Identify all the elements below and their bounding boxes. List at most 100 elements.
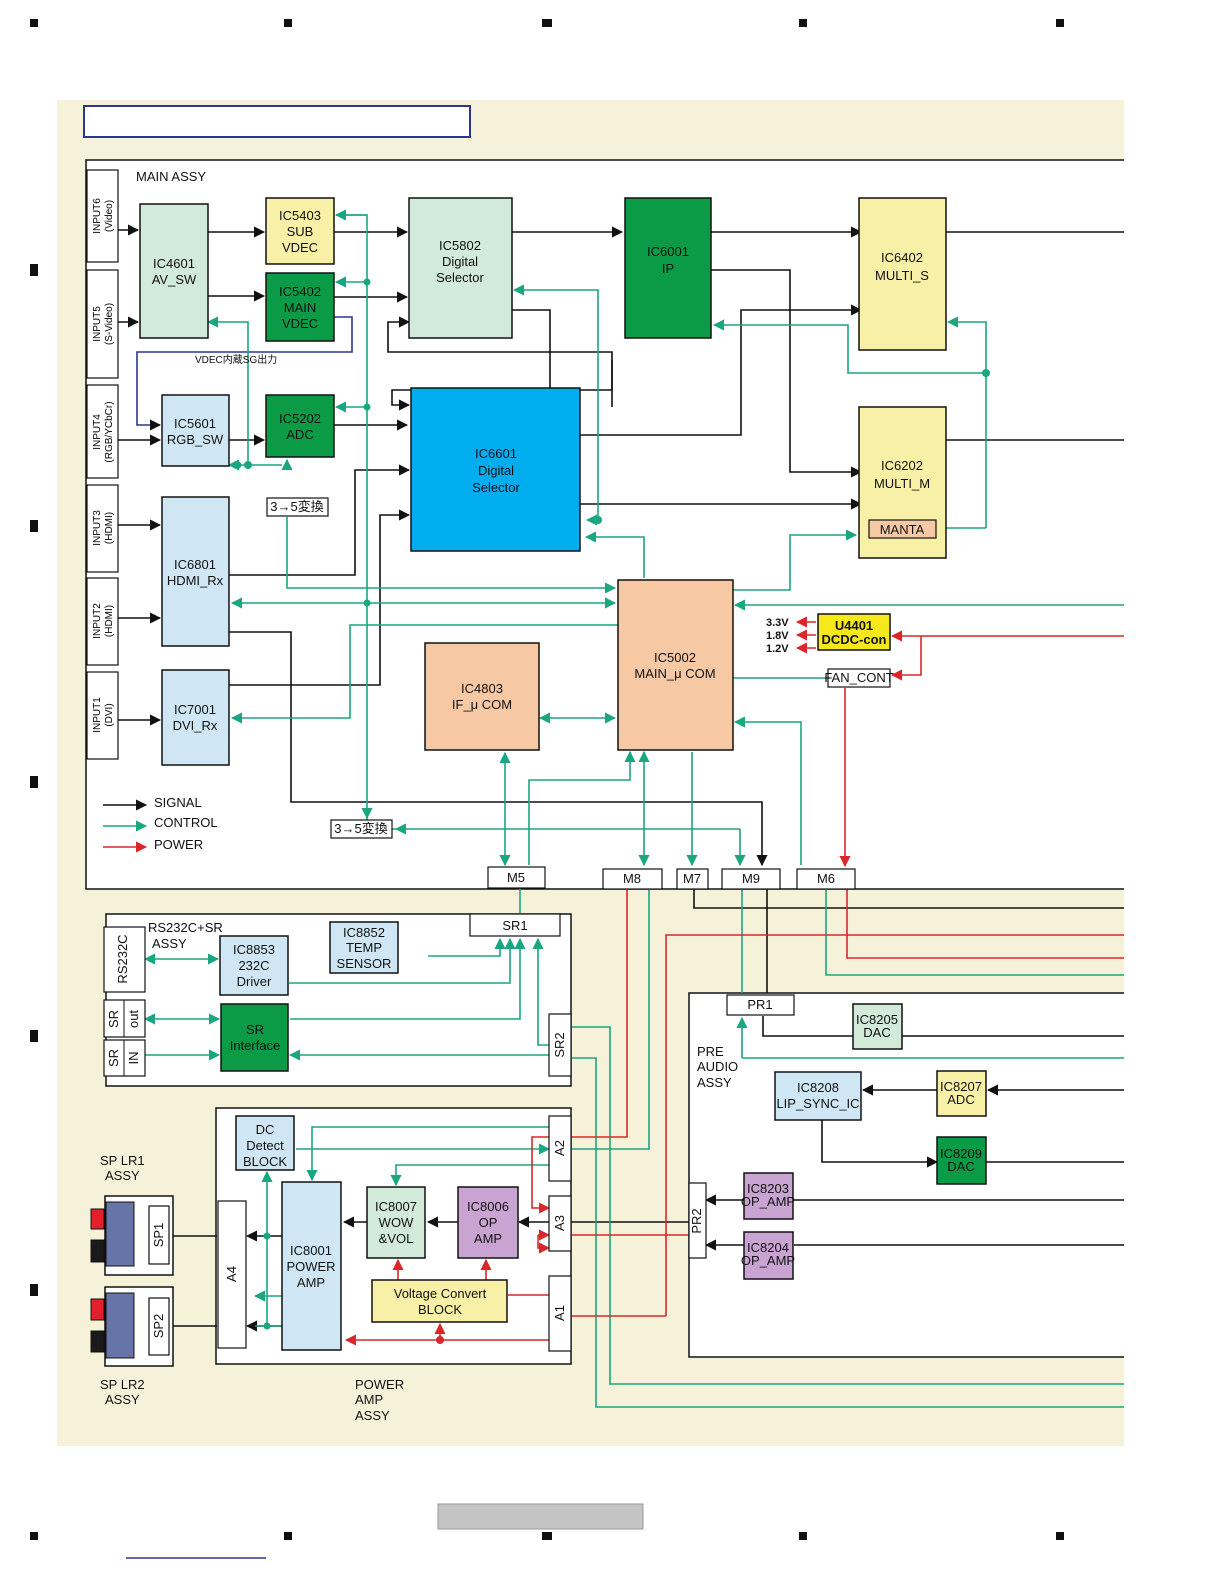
svg-text:LIP_SYNC_IC: LIP_SYNC_IC (776, 1096, 859, 1111)
fan-cont-block: FAN_CONT (824, 668, 894, 688)
svg-text:IC5002: IC5002 (654, 650, 696, 665)
svg-text:(S-Video): (S-Video) (104, 303, 115, 345)
svg-text:VDEC: VDEC (282, 240, 318, 255)
svg-text:VDEC: VDEC (282, 316, 318, 331)
power-amp-title-1: POWER (355, 1377, 404, 1392)
svg-text:IC6001: IC6001 (647, 244, 689, 259)
svg-text:IF_μ COM: IF_μ COM (452, 697, 512, 712)
svg-text:MANTA: MANTA (880, 522, 925, 537)
svg-text:IC4601: IC4601 (153, 256, 195, 271)
svg-text:SR2: SR2 (552, 1032, 567, 1057)
pr2-connector: PR2 (688, 1182, 707, 1259)
svg-text:OP_AMP: OP_AMP (741, 1253, 795, 1268)
svg-text:INPUT5: INPUT5 (92, 306, 103, 342)
svg-text:ADC: ADC (286, 427, 313, 442)
svg-text:M6: M6 (817, 871, 835, 886)
svg-text:IC8007: IC8007 (375, 1199, 417, 1214)
svg-text:RGB_SW: RGB_SW (167, 432, 224, 447)
svg-text:IC4803: IC4803 (461, 681, 503, 696)
svg-text:Selector: Selector (472, 480, 520, 495)
svg-text:AV_SW: AV_SW (152, 272, 197, 287)
svg-text:OP: OP (479, 1215, 498, 1230)
svg-text:M5: M5 (507, 870, 525, 885)
svg-text:BLOCK: BLOCK (243, 1154, 287, 1169)
svg-text:A3: A3 (552, 1215, 567, 1231)
svg-text:WOW: WOW (379, 1215, 414, 1230)
svg-text:(HDMI): (HDMI) (104, 512, 115, 544)
svg-text:IN: IN (126, 1052, 141, 1065)
sp-lr2-title-1: SP LR2 (100, 1377, 145, 1392)
svg-text:Interface: Interface (230, 1038, 281, 1053)
power-junction (436, 1336, 444, 1344)
conv-3to5-b: 3→5変換 (330, 819, 393, 839)
sr1-connector: SR1 (469, 913, 561, 937)
svg-text:IC8203: IC8203 (747, 1181, 789, 1196)
input1-label: INPUT1(DVI) (92, 697, 115, 733)
svg-text:MULTI_S: MULTI_S (875, 268, 929, 283)
svg-text:IC6202: IC6202 (881, 458, 923, 473)
svg-text:3.3V: 3.3V (766, 617, 789, 629)
sr-out-port: SR out (103, 999, 146, 1038)
svg-text:SENSOR: SENSOR (337, 956, 392, 971)
svg-text:HDMI_Rx: HDMI_Rx (167, 573, 224, 588)
svg-text:IC6601: IC6601 (475, 446, 517, 461)
pre-audio-title-3: ASSY (697, 1075, 732, 1090)
svg-text:MAIN_μ COM: MAIN_μ COM (634, 666, 715, 681)
svg-text:Detect: Detect (246, 1138, 284, 1153)
svg-text:AMP: AMP (297, 1275, 325, 1290)
svg-text:IC6402: IC6402 (881, 250, 923, 265)
legend-control: CONTROL (154, 815, 218, 830)
svg-text:IC5601: IC5601 (174, 416, 216, 431)
rs232c-port: RS232C (103, 926, 146, 993)
svg-text:IC8207: IC8207 (940, 1079, 982, 1094)
input-ports (86, 169, 119, 760)
svg-text:A2: A2 (552, 1140, 567, 1156)
sp-lr1-title-1: SP LR1 (100, 1153, 145, 1168)
svg-text:IC8853: IC8853 (233, 942, 275, 957)
voltage-labels: 3.3V 1.8V 1.2V (766, 617, 789, 655)
svg-text:IC5403: IC5403 (279, 208, 321, 223)
registration-marks (30, 19, 1064, 1540)
svg-text:A4: A4 (224, 1266, 239, 1282)
svg-text:Digital: Digital (478, 463, 514, 478)
sp-lr1-title-2: ASSY (105, 1168, 140, 1183)
svg-text:INPUT3: INPUT3 (92, 510, 103, 546)
a-connectors: A2 A3 A1 A4 (217, 1115, 572, 1352)
sr2-connector: SR2 (548, 1013, 572, 1077)
svg-text:Driver: Driver (237, 974, 272, 989)
svg-text:ADC: ADC (947, 1092, 974, 1107)
input6-label: INPUT6(Video) (92, 198, 115, 234)
svg-text:M9: M9 (742, 871, 760, 886)
svg-text:IC8852: IC8852 (343, 925, 385, 940)
manta-block (868, 519, 937, 539)
legend: SIGNAL CONTROL POWER (103, 795, 218, 853)
svg-text:INPUT1: INPUT1 (92, 697, 103, 733)
svg-text:IC8001: IC8001 (290, 1243, 332, 1258)
svg-text:DCDC-con: DCDC-con (822, 632, 887, 647)
svg-text:IC5402: IC5402 (279, 284, 321, 299)
svg-text:POWER: POWER (286, 1259, 335, 1274)
svg-text:M8: M8 (623, 871, 641, 886)
svg-text:SR: SR (106, 1010, 121, 1028)
footer-gray-bar (437, 1503, 644, 1530)
svg-text:SR1: SR1 (502, 918, 527, 933)
svg-text:232C: 232C (238, 958, 269, 973)
sr-in-port: SR IN (103, 1039, 146, 1077)
svg-text:3→5変換: 3→5変換 (334, 821, 387, 836)
pr1-connector: PR1 (726, 994, 795, 1016)
